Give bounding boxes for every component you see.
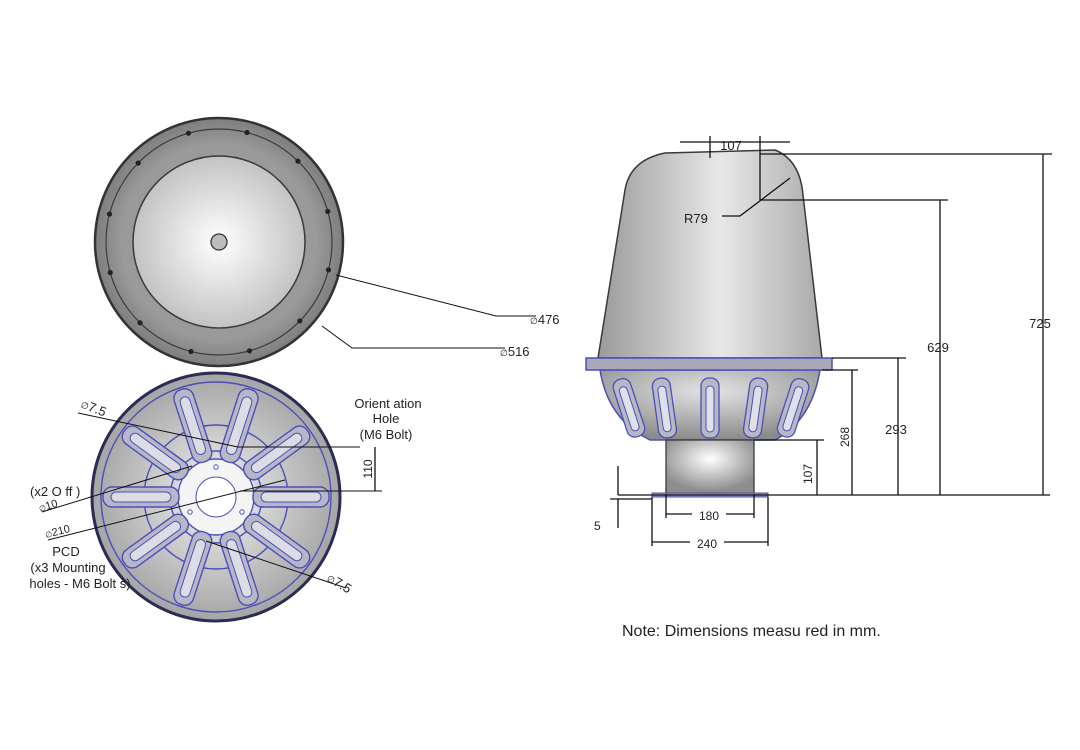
- bottom-view-rib: [121, 513, 190, 569]
- side-view-body: [597, 149, 823, 359]
- dim-top-width-label: 107: [720, 138, 742, 153]
- bottom-view-rib: [242, 513, 311, 569]
- skirt-fin: [700, 377, 720, 439]
- bottom-view-rib: [242, 425, 311, 481]
- dim-629-label: 629: [927, 340, 949, 355]
- top-view-bolt: [185, 130, 192, 136]
- dim-base-height-label: 107: [801, 464, 815, 484]
- side-view: 107 R79 725 629 293 268 107 5: [585, 136, 1052, 551]
- dimension-note: Note: Dimensions measu red in mm.: [622, 623, 881, 640]
- fin-inner: [782, 386, 804, 432]
- rib-inner: [225, 396, 253, 455]
- bottom-view: ∅7.5 Orient ation Hole (M6 Bolt) 110 (x2…: [29, 371, 422, 623]
- pcd-label-3: holes - M6 Bolt s): [29, 576, 130, 591]
- orientation-label-1: Orient ation: [354, 396, 421, 411]
- hole-dia-top-label: ∅7.5: [79, 396, 109, 420]
- hub-hole: [187, 509, 193, 515]
- rib-inner: [179, 396, 207, 455]
- leader-dia-476: [335, 274, 536, 317]
- side-view-base: [665, 439, 755, 495]
- leader-dia-516: [321, 325, 505, 349]
- bottom-view-rib: [121, 425, 190, 481]
- bottom-view-rib: [173, 530, 213, 606]
- dim-base-width-label: 180: [699, 509, 719, 523]
- leader-hole-top: [77, 412, 239, 448]
- top-view: ∅476 ∅516: [93, 116, 560, 368]
- dim-725-label: 725: [1029, 316, 1051, 331]
- dim-268-label: 268: [838, 427, 852, 447]
- dim-foot-width-label: 240: [697, 537, 717, 551]
- dia-516-label: ∅516: [500, 344, 530, 359]
- side-view-flange: [585, 357, 833, 371]
- fin-inner: [705, 385, 715, 433]
- hub-hole: [213, 464, 219, 470]
- bottom-view-rib: [173, 388, 213, 464]
- rib-inner: [260, 491, 322, 503]
- rib-inner: [129, 432, 182, 474]
- bottom-view-rib: [252, 486, 330, 508]
- top-view-bolt: [295, 158, 301, 164]
- skirt-fin: [776, 377, 810, 438]
- dia-210-label: ∅210: [44, 523, 71, 541]
- dim-293-label: 293: [885, 422, 907, 437]
- top-view-bolt: [106, 211, 113, 217]
- dia-10-label: ∅10: [37, 498, 59, 515]
- rib-inner: [110, 491, 172, 503]
- skirt-fin: [612, 377, 646, 438]
- top-view-bolt: [188, 348, 194, 355]
- hub-hole: [239, 509, 245, 515]
- top-view-bolt: [246, 348, 253, 354]
- bottom-view-rib: [102, 486, 180, 508]
- top-view-bolt: [297, 318, 303, 324]
- top-view-bolt: [137, 320, 143, 326]
- dia-476-label: ∅476: [530, 312, 560, 327]
- top-view-bolt: [107, 269, 113, 276]
- top-view-bolts: [106, 129, 332, 355]
- top-view-bolt: [244, 129, 250, 136]
- leader-dia-210: [47, 479, 286, 541]
- bottom-view-rim: [100, 381, 332, 613]
- hole-dia-bottom-label: ∅7.5: [324, 570, 354, 596]
- fin-inner: [657, 385, 672, 433]
- skirt-fin: [651, 377, 678, 439]
- rib-inner: [179, 539, 207, 598]
- rib-inner: [129, 520, 182, 562]
- dim-110-label: 110: [361, 459, 375, 478]
- dim-radius-leader: [722, 177, 791, 217]
- bottom-view-hub-holes: [187, 464, 245, 515]
- top-view-bolt: [135, 160, 141, 166]
- top-view-center-hole: [210, 233, 228, 251]
- orientation-label-3: (M6 Bolt): [360, 427, 413, 442]
- orientation-label-2: Hole: [373, 411, 400, 426]
- offset-label: (x2 O ff ): [30, 484, 80, 499]
- top-view-bolt: [325, 208, 331, 215]
- pcd-label-1: PCD: [52, 544, 79, 559]
- bottom-view-rib: [219, 530, 259, 606]
- fin-inner: [618, 386, 640, 432]
- rib-inner: [250, 520, 303, 562]
- fin-inner: [748, 385, 763, 433]
- dim-radius-label: R79: [684, 211, 708, 226]
- bottom-view-rib: [219, 388, 259, 464]
- rib-inner: [225, 539, 253, 598]
- leader-hole-bottom: [205, 540, 347, 589]
- top-view-bolt: [325, 267, 332, 273]
- pcd-label-2: (x3 Mounting: [30, 560, 105, 575]
- rib-inner: [250, 432, 303, 474]
- leader-dia-10: [41, 465, 193, 513]
- top-view-bolt-circle: [105, 128, 333, 356]
- bottom-view-ribs: [102, 388, 330, 606]
- skirt-fin: [742, 377, 769, 439]
- side-view-skirt-fins: [612, 377, 810, 439]
- dim-flange-label: 5: [594, 519, 601, 533]
